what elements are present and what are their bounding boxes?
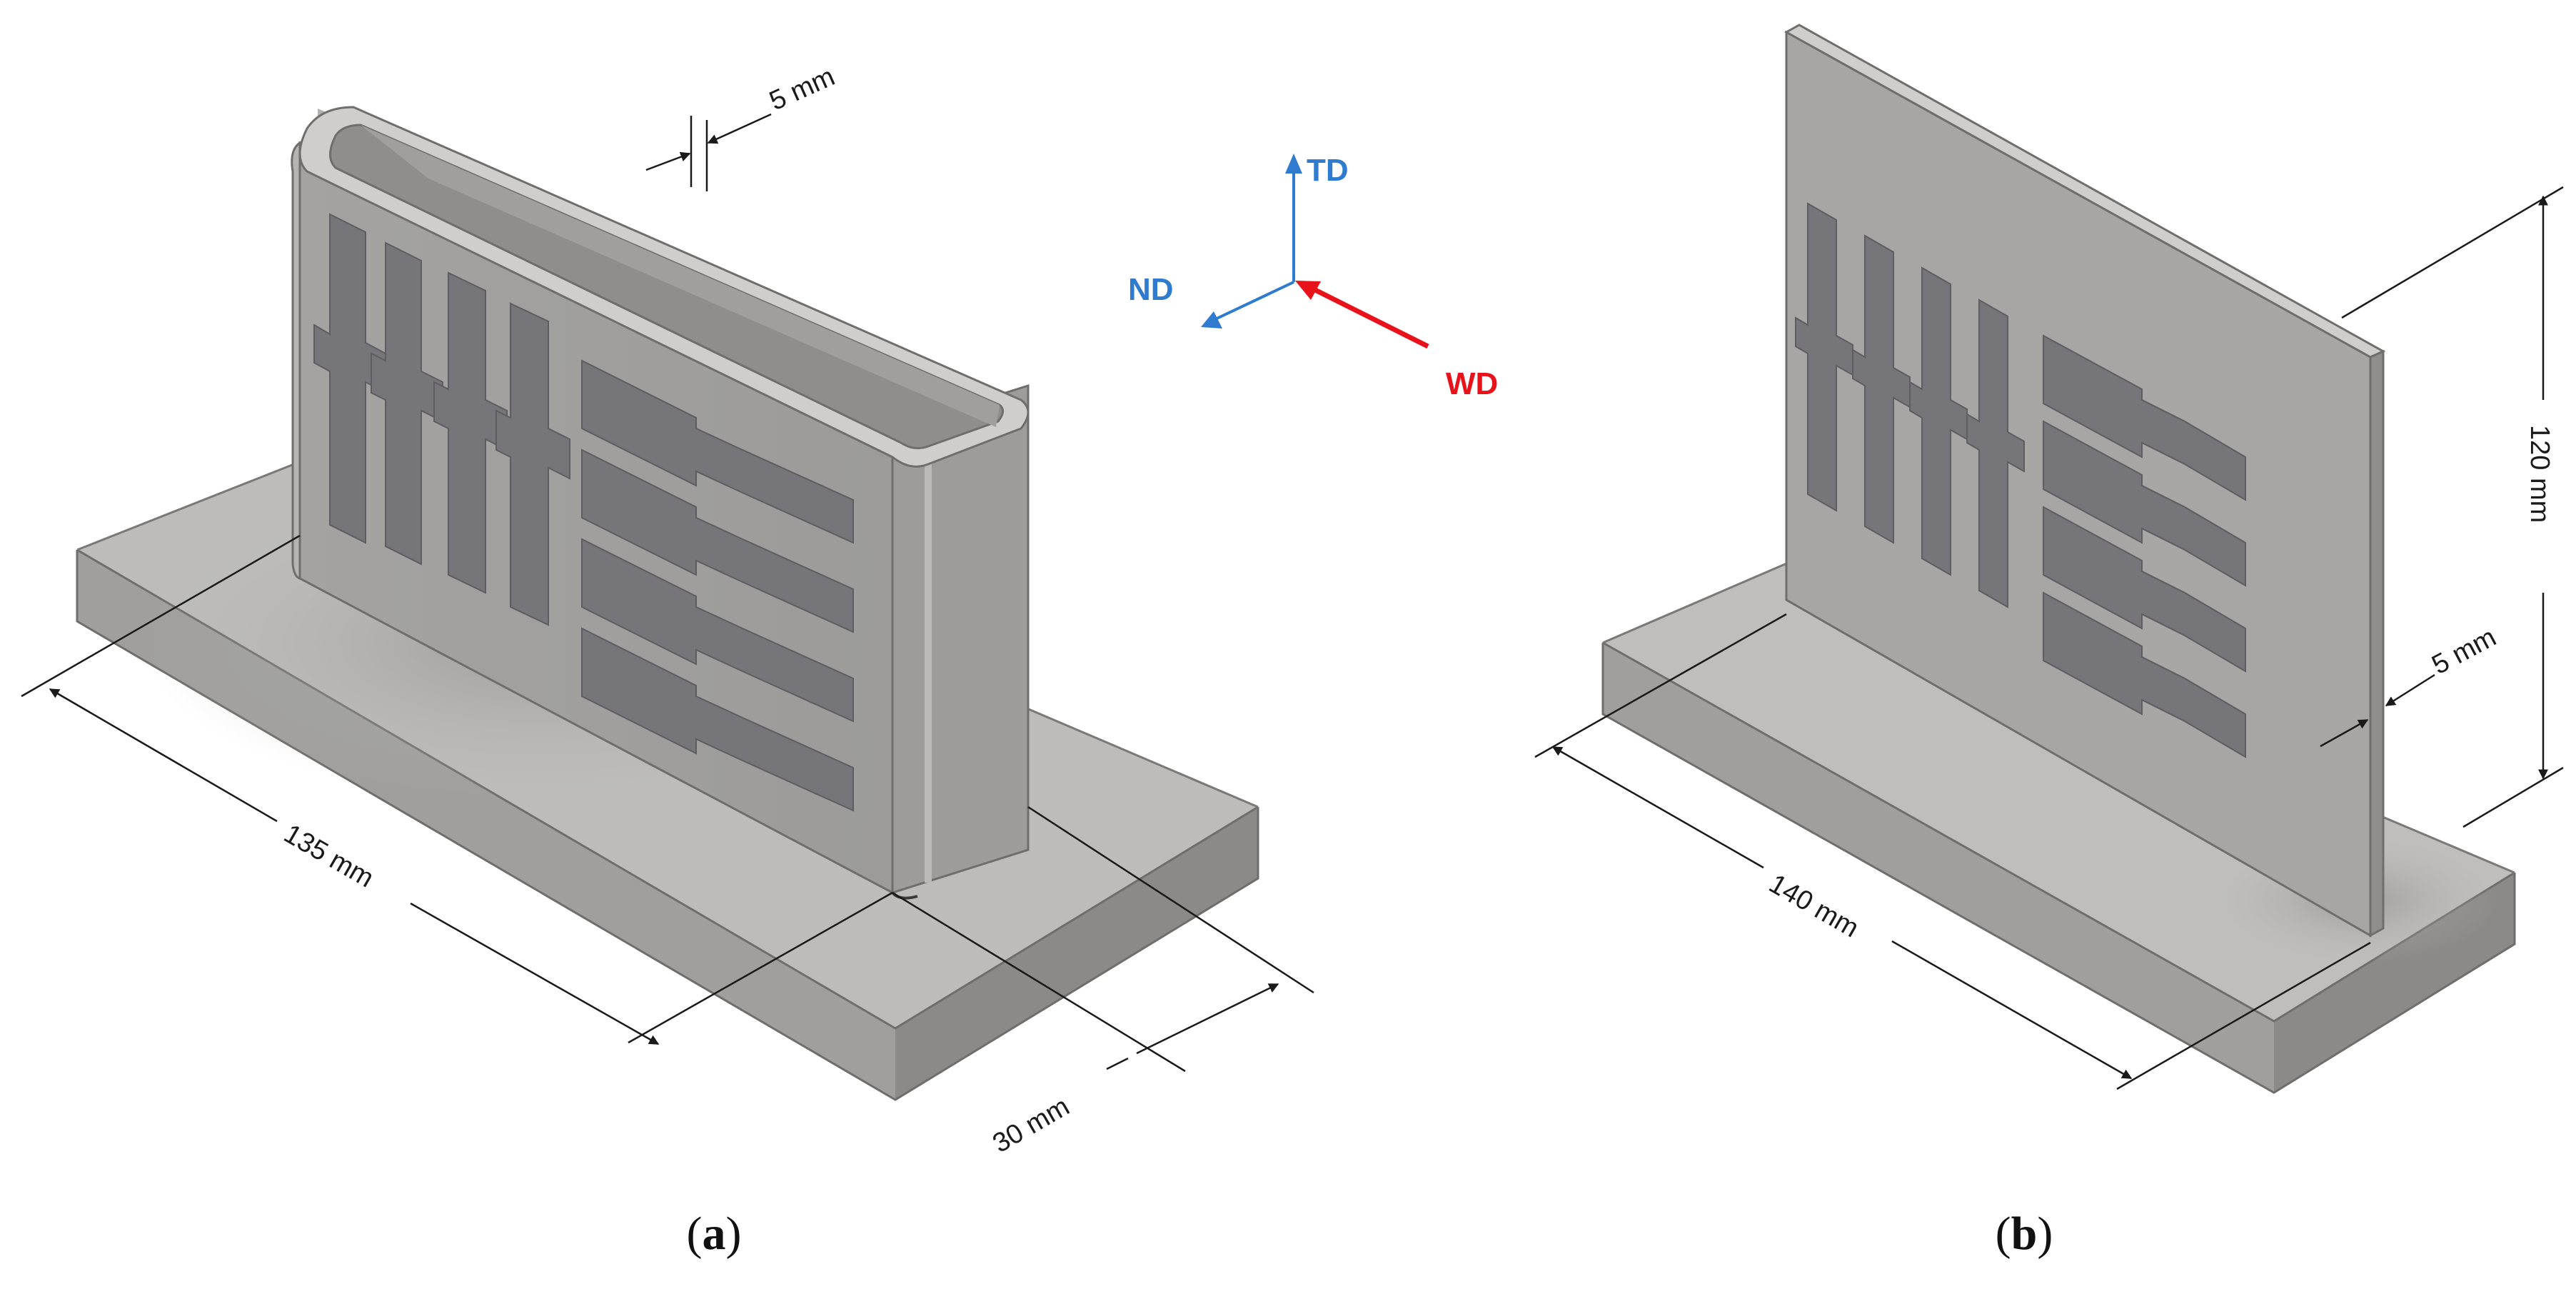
nd-label: ND: [1128, 272, 1174, 307]
horizontal-specimen-4: [581, 627, 854, 812]
dim-a-depth: [892, 806, 1314, 1073]
horizontal-specimen-b3: [2043, 506, 2246, 673]
vertical-specimen-4: [495, 302, 570, 626]
horizontal-specimen-b1: [2043, 334, 2246, 501]
td-arrowhead: [1285, 154, 1302, 174]
horizontal-specimen-b2: [2043, 420, 2246, 587]
nd-axis: [1213, 281, 1294, 321]
dim-b-length: [1534, 613, 2371, 1090]
dim-b-height-label: 120 mm: [2525, 425, 2555, 523]
dim-a-depth-label: 30 mm: [988, 1091, 1075, 1158]
dim-a-length: [21, 534, 893, 1045]
vertical-specimen-1: [313, 213, 386, 544]
dim-a-wall-label: 5 mm: [765, 61, 840, 116]
dim-b-wall-label: 5 mm: [2427, 622, 2502, 681]
wd-arrowhead: [1295, 281, 1321, 300]
vertical-specimen-3: [433, 271, 508, 594]
caption-b: (b): [1995, 1208, 2053, 1260]
dim-b-wall: [2320, 673, 2435, 748]
dim-a-length-label: 135 mm: [279, 818, 379, 893]
dim-a-wall: [645, 113, 772, 191]
vertical-specimen-2: [371, 241, 443, 566]
direction-axes: TD ND WD: [1128, 153, 1498, 401]
horizontal-specimen-3: [581, 538, 854, 723]
model-a: 135 mm 30 mm 5 mm: [21, 61, 1314, 1159]
horizontal-specimen-2: [581, 448, 854, 633]
dim-b-length-label: 140 mm: [1764, 868, 1864, 943]
specimen-cutouts-a: [313, 213, 854, 812]
vertical-specimen-b3: [1909, 266, 1968, 576]
nd-arrowhead: [1201, 311, 1222, 328]
wd-axis: [1312, 286, 1429, 349]
vertical-specimen-b1: [1795, 202, 1853, 512]
horizontal-specimen-b4: [2043, 591, 2246, 758]
specimen-cutouts-b: [1795, 202, 2246, 758]
td-label: TD: [1307, 153, 1349, 188]
horizontal-specimen-1: [581, 359, 854, 544]
dim-b-height: [2341, 186, 2564, 828]
caption-a: (a): [686, 1208, 742, 1260]
wd-label: WD: [1446, 366, 1498, 401]
vertical-specimen-b2: [1852, 234, 1911, 544]
model-b: 140 mm 120 mm 5 mm: [1534, 24, 2564, 1094]
vertical-specimen-b4: [1966, 299, 2025, 608]
